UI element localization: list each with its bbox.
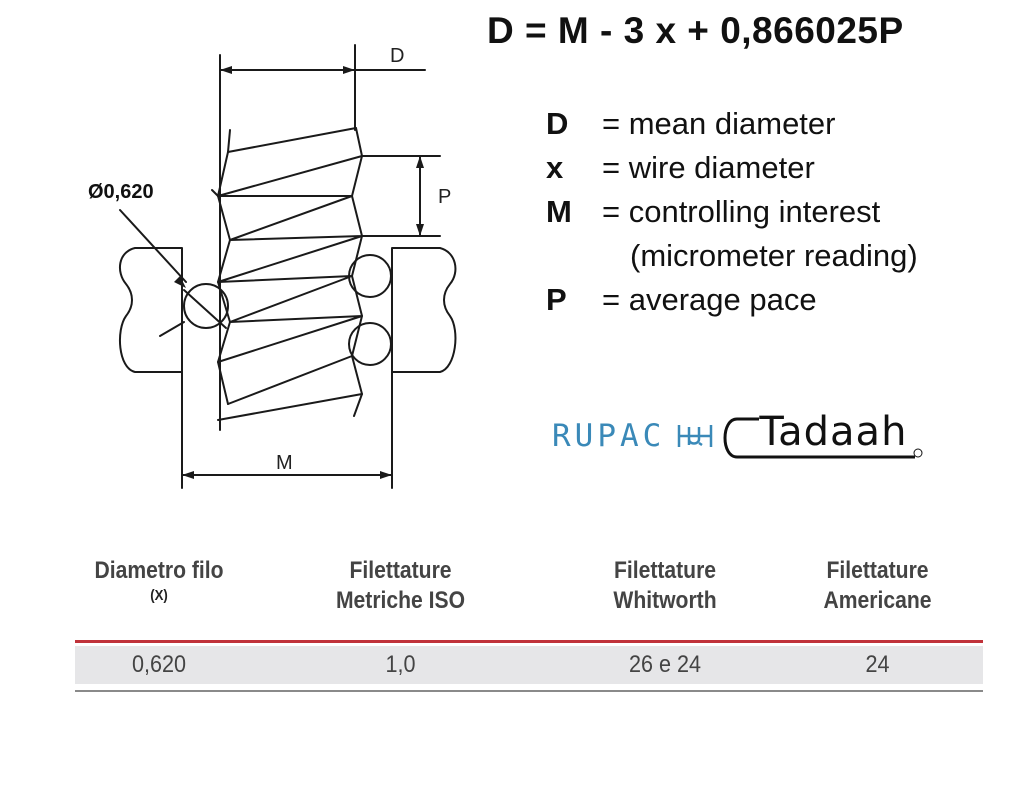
cell-american: 24 xyxy=(865,651,890,678)
cell-wire-diameter: 0,620 xyxy=(131,651,187,678)
wire-left xyxy=(183,283,229,329)
header-metric-iso: Filettature Metriche ISO xyxy=(335,557,466,614)
legend: D = mean diameter x = wire diameter M = … xyxy=(546,106,918,326)
wire-size-table: Diametro filo (X) Filettature Metriche I… xyxy=(75,556,983,692)
legend-item-m: M = controlling interest xyxy=(546,194,880,238)
dim-d-label: D xyxy=(390,45,404,67)
wire-leader xyxy=(119,209,227,337)
legend-definition: = controlling interest xyxy=(602,194,881,229)
cell-metric-iso: 1,0 xyxy=(385,651,416,678)
header-american: Filettature Americane xyxy=(823,557,932,614)
tadaah-logo: Tadaah xyxy=(719,409,1024,459)
legend-item-x: x = wire diameter xyxy=(546,150,880,194)
left-anvil xyxy=(118,247,183,373)
micrometer-mu-icon xyxy=(678,425,713,447)
header-whitworth: Filettature Whitworth xyxy=(613,557,717,614)
thread-measurement-diagram: D P M Ø0,620 xyxy=(88,44,457,489)
legend-definition: = average pace xyxy=(602,282,817,317)
legend-symbol: D xyxy=(546,106,569,141)
legend-item-d: D = mean diameter xyxy=(546,106,880,150)
formula: D = M - 3 x + 0,866025P xyxy=(487,10,904,51)
thread-profile-right xyxy=(351,127,363,417)
legend-definition: = mean diameter xyxy=(602,106,836,141)
brand-logos: RUPAC Tadaah xyxy=(552,409,1024,461)
legend-definition: = wire diameter xyxy=(602,150,815,185)
legend-symbol: M xyxy=(546,194,572,229)
table-header: Diametro filo (X) Filettature Metriche I… xyxy=(75,556,983,638)
legend-item-p: P = average pace xyxy=(546,282,880,326)
wire-right-bottom xyxy=(348,322,392,366)
dim-p-label: P xyxy=(438,186,451,208)
table-bottom-rule xyxy=(75,690,983,692)
header-wire-diameter: Diametro filo (X) xyxy=(94,557,224,604)
header-divider xyxy=(75,640,983,643)
right-anvil xyxy=(391,247,457,373)
cell-whitworth: 26 e 24 xyxy=(628,651,702,678)
tadaah-wordmark: Tadaah xyxy=(759,409,908,455)
table-row: 0,620 1,0 26 e 24 24 xyxy=(75,646,983,684)
legend-continuation: (micrometer reading) xyxy=(630,238,918,273)
tadaah-logo-frame xyxy=(723,417,923,459)
wire-diameter-label: Ø0,620 xyxy=(88,181,154,203)
legend-symbol: P xyxy=(546,282,567,317)
thread-helix xyxy=(217,127,363,421)
dim-m-label: M xyxy=(276,452,293,474)
legend-symbol: x xyxy=(546,150,564,185)
rupac-logo: RUPAC xyxy=(552,418,666,454)
